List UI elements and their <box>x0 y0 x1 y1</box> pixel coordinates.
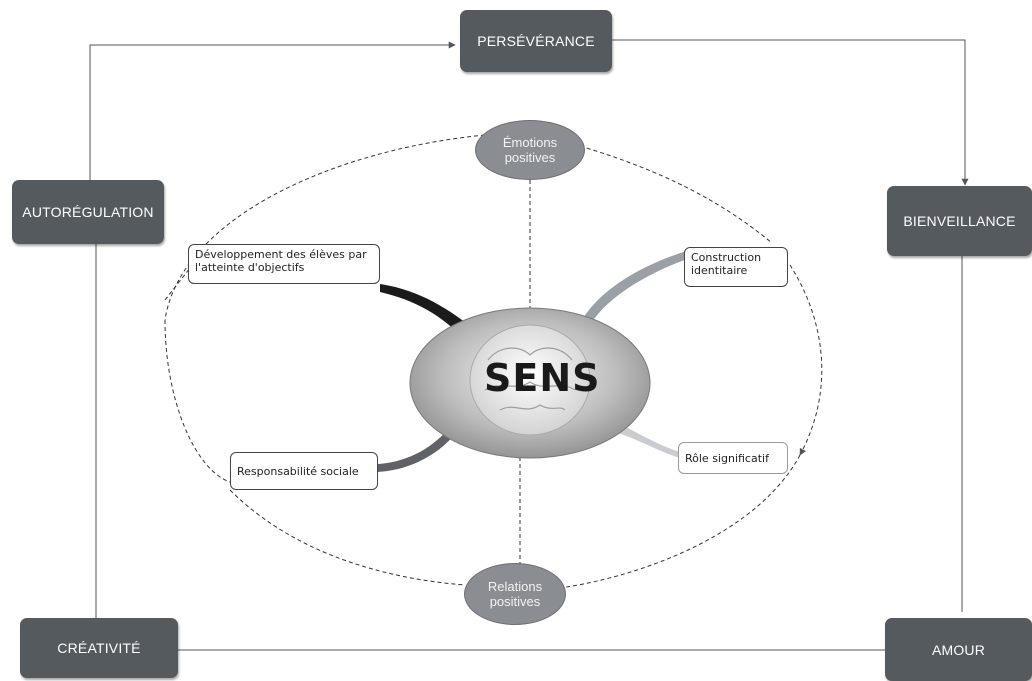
oval-emotions-positives: Émotions positives <box>475 120 585 180</box>
brain-icon <box>469 324 591 436</box>
center-title: SENS <box>484 356 601 400</box>
box-amour: AMOUR <box>885 618 1032 681</box>
connector-autoregulation-perseverance <box>89 41 456 180</box>
branch-development <box>380 284 475 335</box>
dashed-ring <box>164 134 823 589</box>
oval-relations-positives: Relations positives <box>464 563 566 625</box>
box-autoregulation: AUTORÉGULATION <box>12 180 164 244</box>
center-node <box>409 307 651 459</box>
node-role: Rôle significatif <box>678 442 788 474</box>
branch-construction <box>582 250 690 322</box>
connector-perseverance-bienveillance <box>612 39 969 186</box>
node-developpement: Développement des élèves par l'atteinte … <box>188 244 380 284</box>
frame-connectors <box>89 39 969 651</box>
box-bienveillance: BIENVEILLANCE <box>887 186 1032 256</box>
box-creativite: CRÉATIVITÉ <box>20 618 178 678</box>
branch-role <box>615 424 680 458</box>
box-perseverance: PERSÉVÉRANCE <box>460 10 612 72</box>
node-responsabilite: Responsabilité sociale <box>230 452 378 490</box>
node-construction: Construction identitaire <box>684 247 788 287</box>
